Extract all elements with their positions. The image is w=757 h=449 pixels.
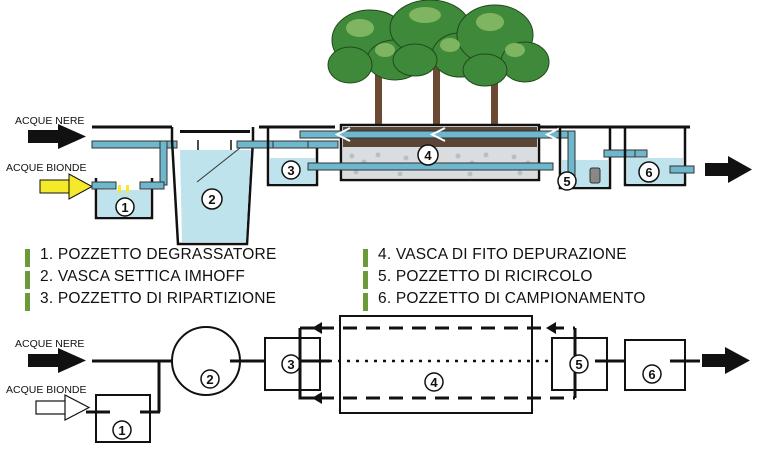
bottom-circle-2: 2 (171, 326, 265, 396)
top-number-2: 2 (208, 192, 215, 207)
top-inlet-grey-label: ACQUE BIONDE (6, 162, 87, 174)
legend-bar (363, 271, 368, 289)
top-yellow-inlet-arrow (39, 173, 94, 200)
bottom-box-3: 3 (264, 337, 321, 391)
legend-bar (25, 249, 30, 267)
bottom-white-inlet-arrow (35, 394, 91, 421)
bottom-number-4: 4 (430, 375, 438, 390)
trees (327, 0, 550, 130)
bottom-number-6: 6 (648, 367, 655, 382)
legend-text-3: 3. POZZETTO DI RIPARTIZIONE (40, 290, 277, 307)
tank-4-phyto-bed: 4 (299, 123, 576, 182)
legend-bar (363, 293, 368, 311)
bottom-box-6: 6 (624, 339, 700, 391)
bottom-number-1: 1 (118, 423, 125, 438)
tank-2-imhoff: 2 (170, 127, 278, 246)
top-diagram: ACQUE NERE ACQUE BIONDE 1 (6, 0, 752, 246)
pipe-to-tank-1 (159, 140, 168, 186)
top-number-4: 4 (424, 148, 432, 163)
legend-text-4: 4. VASCA DI FITO DEPURAZIONE (378, 246, 627, 263)
tank-3-distribution: 3 (266, 127, 339, 187)
top-outlet-arrow (705, 156, 752, 183)
top-number-6: 6 (645, 165, 652, 180)
legend-bar (25, 271, 30, 289)
bottom-inlet-grey-label: ACQUE BIONDE (6, 384, 87, 396)
top-number-1: 1 (121, 200, 128, 215)
top-number-5: 5 (563, 174, 570, 189)
legend-text-6: 6. POZZETTO DI CAMPIONAMENTO (378, 290, 646, 307)
legend-text-2: 2. VASCA SETTICA IMHOFF (40, 268, 245, 285)
inlet-pipe (91, 140, 178, 149)
top-black-inlet-arrow (28, 124, 86, 149)
bottom-diagram: ACQUE NERE ACQUE BIONDE 1 2 (6, 315, 750, 443)
bottom-box-1: 1 (86, 394, 160, 443)
tank-1-grease-trap: 1 (91, 178, 165, 220)
tank-6-sampling: 6 (623, 127, 695, 187)
bottom-box-5: 5 (551, 328, 625, 398)
bottom-box-4: 4 (298, 315, 575, 414)
bottom-outlet-arrow (702, 347, 750, 374)
legend-text-1: 1. POZZETTO DEGRASSATORE (40, 246, 277, 263)
bottom-number-5: 5 (575, 357, 582, 372)
top-inlet-black-label: ACQUE NERE (15, 115, 84, 127)
legend-bar (363, 249, 368, 267)
bottom-number-3: 3 (287, 357, 294, 372)
legend-text-5: 5. POZZETTO DI RICIRCOLO (378, 268, 593, 285)
bottom-inlet-black-label: ACQUE NERE (15, 338, 84, 350)
top-number-3: 3 (287, 163, 294, 178)
bottom-black-inlet-arrow (28, 348, 86, 373)
bottom-number-2: 2 (206, 372, 213, 387)
legend-bar (25, 293, 30, 311)
